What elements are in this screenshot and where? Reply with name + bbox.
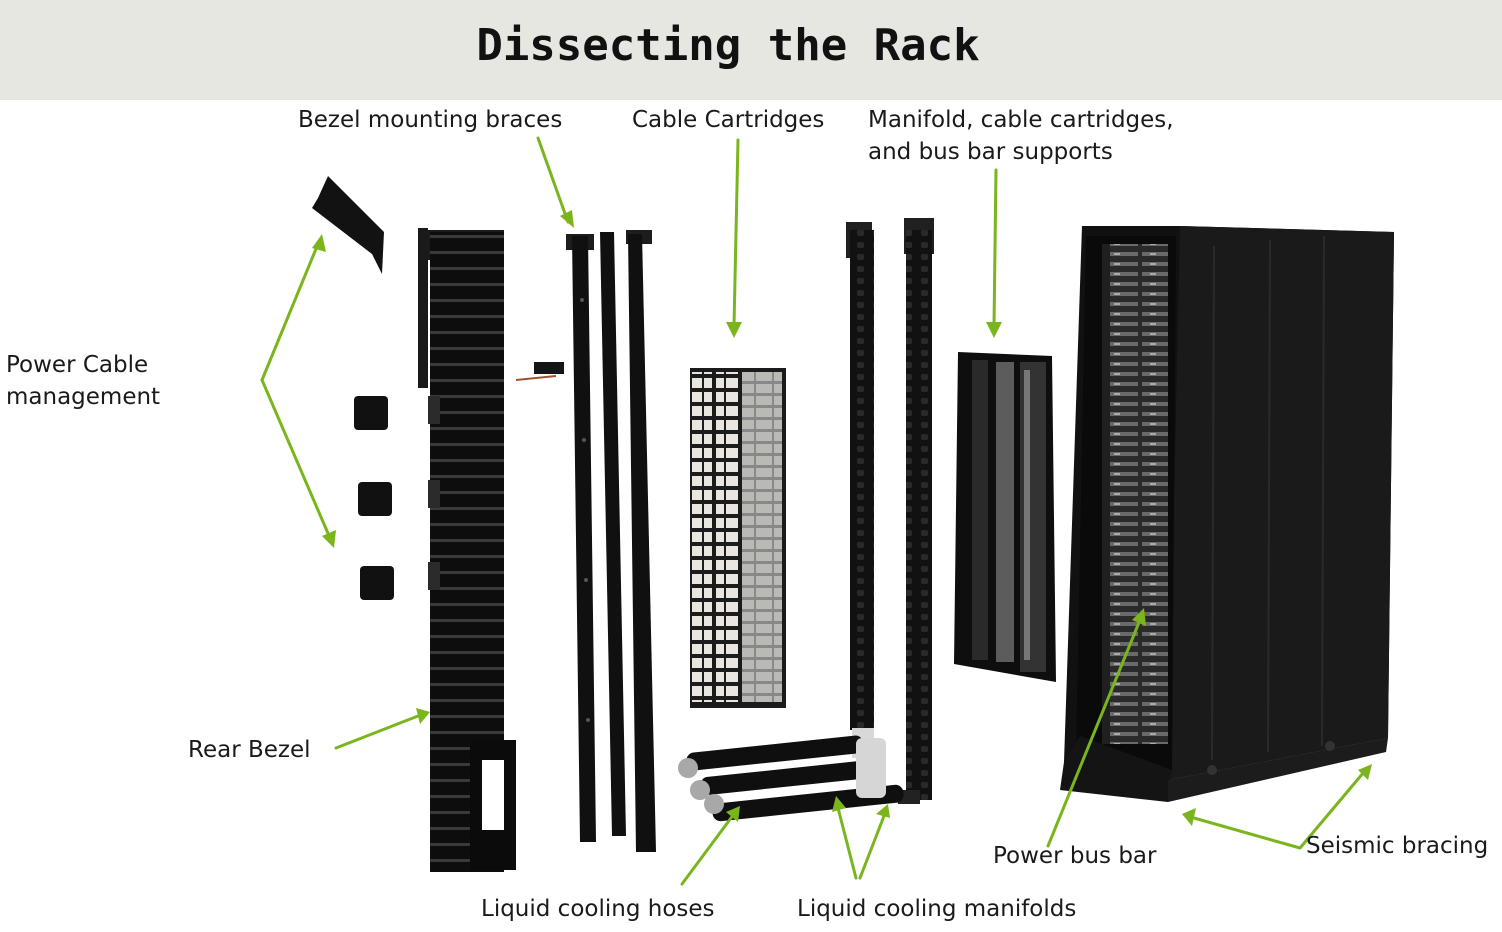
label-line-2: and bus bar supports <box>868 139 1113 165</box>
manifold-supports-part <box>954 352 1056 682</box>
label-text: Liquid cooling manifolds <box>797 896 1077 922</box>
label-text: Rear Bezel <box>188 737 311 763</box>
power-cable-management-parts <box>312 176 394 600</box>
label-text: Power bus bar <box>993 843 1157 869</box>
page-title: Dissecting the Rack <box>476 20 980 71</box>
leader-arrows <box>260 136 1372 886</box>
bezel-mounting-braces-part <box>515 230 656 852</box>
label-text: Seismic bracing <box>1306 833 1489 859</box>
label-power-cable-management: Power Cable management <box>6 349 160 413</box>
liquid-cooling-hoses-part <box>678 735 904 822</box>
rack-cabinet-part <box>1060 226 1394 802</box>
liquid-cooling-manifolds-part <box>846 218 934 804</box>
header-bar: Dissecting the Rack <box>0 0 1502 100</box>
rear-bezel-part <box>418 228 516 872</box>
label-liquid-cooling-hoses: Liquid cooling hoses <box>481 893 715 925</box>
label-cable-cartridges: Cable Cartridges <box>632 104 824 136</box>
label-manifold-supports: Manifold, cable cartridges, and bus bar … <box>868 104 1174 168</box>
label-text: Bezel mounting braces <box>298 107 563 133</box>
label-line-1: Manifold, cable cartridges, <box>868 107 1174 133</box>
label-line-2: management <box>6 384 161 410</box>
label-bezel-mounting-braces: Bezel mounting braces <box>298 104 562 136</box>
label-seismic-bracing: Seismic bracing <box>1306 830 1488 862</box>
cable-cartridges-part <box>690 368 786 708</box>
label-line-1: Power Cable <box>6 352 149 378</box>
label-text: Liquid cooling hoses <box>481 896 715 922</box>
label-text: Cable Cartridges <box>632 107 825 133</box>
label-power-bus-bar: Power bus bar <box>993 840 1156 872</box>
label-liquid-cooling-manifolds: Liquid cooling manifolds <box>797 893 1076 925</box>
label-rear-bezel: Rear Bezel <box>188 734 311 766</box>
